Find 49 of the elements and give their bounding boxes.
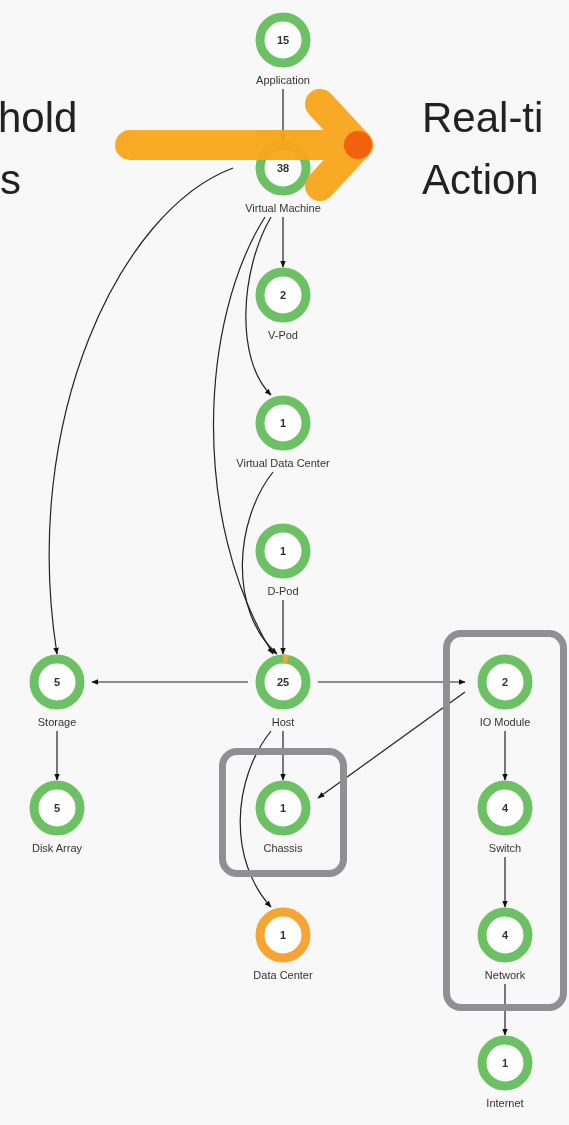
node-label: Disk Array	[31, 841, 83, 855]
node-label: Chassis	[263, 841, 303, 855]
heading-text: Real-ti	[422, 93, 544, 143]
heading-text: Action	[422, 155, 539, 205]
node-label: D-Pod	[267, 584, 299, 598]
arrow	[48, 167, 234, 655]
node-label: Virtual Machine	[245, 201, 321, 215]
count-number: 4	[501, 801, 509, 816]
count-number: 2	[279, 288, 287, 303]
count-number: 25	[276, 675, 290, 690]
node-label: Network	[484, 968, 526, 982]
count-number: 38	[276, 161, 290, 176]
arrow	[212, 216, 274, 655]
count-number: 1	[279, 928, 287, 943]
node-label: Internet	[486, 1096, 524, 1110]
arrow	[502, 856, 508, 908]
node-label: Virtual Data Center	[236, 456, 330, 470]
node-label: Application	[256, 73, 310, 87]
arrow	[54, 730, 60, 781]
count-number: 5	[53, 675, 61, 690]
count-number: 1	[279, 801, 287, 816]
arrow	[91, 679, 249, 685]
count-number: 1	[279, 416, 287, 431]
group-frame	[219, 748, 347, 877]
arrow	[502, 730, 508, 781]
arrow	[502, 983, 508, 1036]
count-number: 1	[279, 544, 287, 559]
node-label: Host	[271, 715, 295, 729]
node-label: Switch	[488, 841, 522, 855]
arrow	[280, 216, 286, 268]
arrow	[280, 730, 286, 781]
arrow	[317, 691, 466, 799]
count-number: 2	[501, 675, 509, 690]
node-label: IO Module	[479, 715, 531, 729]
node-label: V-Pod	[268, 328, 298, 342]
arrow	[241, 471, 278, 655]
arrow	[245, 216, 272, 396]
count-number: 5	[53, 801, 61, 816]
arrow	[239, 730, 272, 908]
count-number: 4	[501, 928, 509, 943]
count-number: 1	[501, 1056, 509, 1071]
node-label: Storage	[37, 715, 77, 729]
arrow	[317, 679, 466, 685]
heading-text: s	[0, 155, 21, 205]
heading-text: hold	[0, 93, 78, 143]
count-number: 15	[276, 33, 290, 48]
group-frame	[443, 630, 567, 1011]
node-label: Data Center	[253, 968, 313, 982]
arrow	[280, 599, 286, 655]
